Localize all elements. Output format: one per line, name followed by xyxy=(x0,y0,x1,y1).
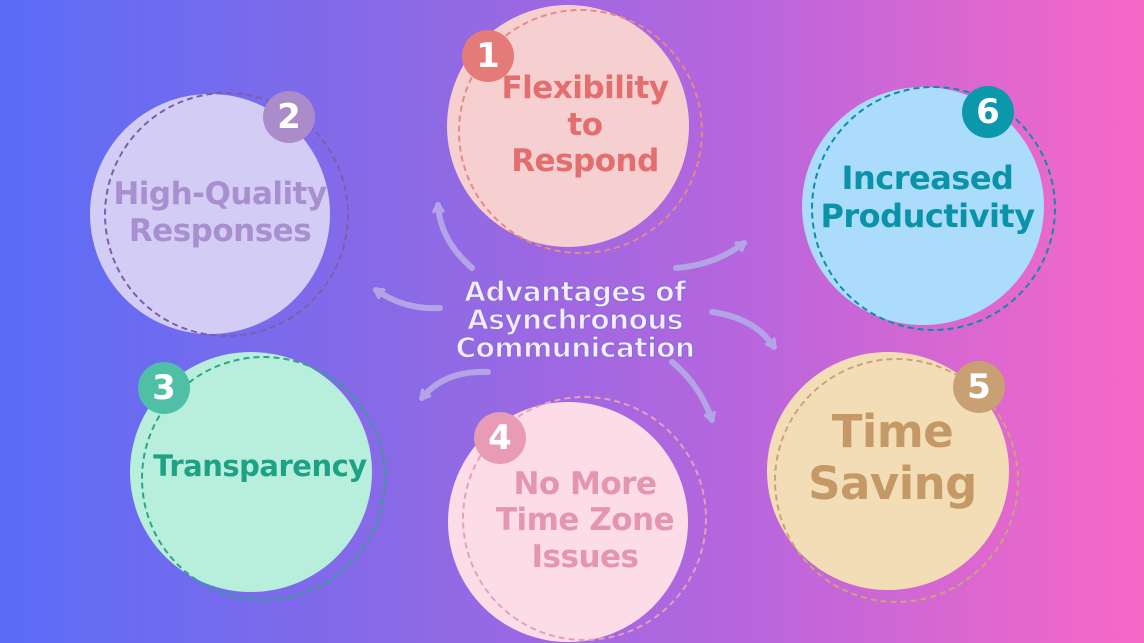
node-3-ring xyxy=(141,356,386,601)
arrow-to-node-4 xyxy=(669,359,712,423)
node-2-badge: 2 xyxy=(263,91,315,143)
node-1-ring xyxy=(458,9,703,254)
node-3-label: Transparency xyxy=(153,448,367,483)
node-6-badge: 6 xyxy=(962,86,1014,138)
center-title-line-2: Asynchronous xyxy=(466,303,684,336)
node-4-badge: 4 xyxy=(474,412,526,464)
center-title-line-1: Advantages of xyxy=(464,275,687,308)
node-2-label: High-Quality Responses xyxy=(113,175,327,249)
center-title-line-3: Communication xyxy=(455,331,695,364)
node-5-badge: 5 xyxy=(953,361,1005,413)
node-5-ring xyxy=(774,358,1019,603)
arrow-to-node-1 xyxy=(438,202,475,271)
node-6-label: Increased Productivity xyxy=(820,158,1035,235)
node-2-ring xyxy=(104,92,349,337)
node-4-ring xyxy=(462,396,707,641)
node-1-label: Flexibility to Respond xyxy=(501,70,669,180)
arrow-to-node-5 xyxy=(709,309,777,350)
arrow-to-node-6 xyxy=(673,240,747,271)
node-4-label: No More Time Zone Issues xyxy=(495,465,675,575)
arrow-to-node-3 xyxy=(419,368,491,401)
center-title: Advantages of Asynchronous Communication xyxy=(430,275,720,364)
node-1-badge: 1 xyxy=(462,30,514,82)
arrow-to-node-2 xyxy=(373,287,443,312)
node-6-ring xyxy=(811,86,1056,331)
node-5-label: Time Saving xyxy=(808,404,977,510)
node-3-badge: 3 xyxy=(138,362,190,414)
